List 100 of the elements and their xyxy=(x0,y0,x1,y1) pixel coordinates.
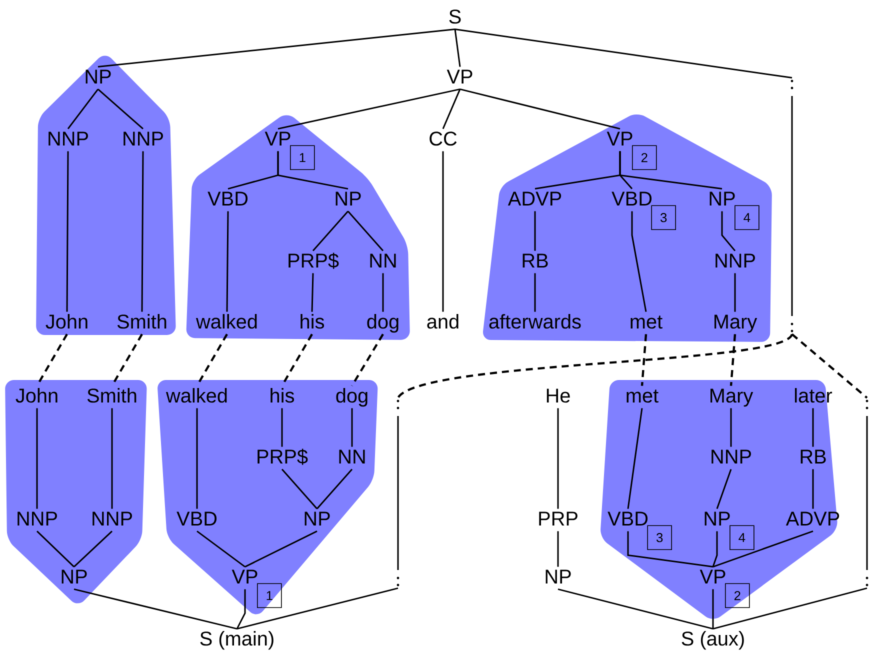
tree-branch xyxy=(534,211,536,251)
tree-label: dog xyxy=(336,388,368,407)
highlight-region xyxy=(36,56,176,335)
tree-branch xyxy=(236,589,246,630)
tree-branch xyxy=(67,88,99,130)
tree-label: VP xyxy=(700,570,726,584)
tree-label: PRP xyxy=(539,512,578,526)
index-box: 3 xyxy=(651,205,676,230)
tree-label: VP xyxy=(264,132,290,146)
tree-label: VBD xyxy=(612,192,652,206)
alignment-link xyxy=(791,333,868,399)
tree-branch xyxy=(66,151,69,312)
tree-label: NP xyxy=(336,192,361,206)
tree-label: NP xyxy=(62,570,87,584)
tree-label: later xyxy=(794,388,832,403)
tree-label: NNP xyxy=(18,512,57,526)
tree-label: S xyxy=(449,10,461,24)
alignment-link xyxy=(730,334,736,386)
tree-branch xyxy=(712,530,814,568)
tree-branch xyxy=(311,273,314,312)
tree-label: He xyxy=(546,388,570,403)
tree-branch xyxy=(558,588,714,630)
tree-branch xyxy=(277,151,348,190)
tree-branch xyxy=(74,530,113,568)
tree-label: NP xyxy=(710,192,735,206)
tree-label: walked xyxy=(196,314,257,329)
tree-branch xyxy=(111,408,113,509)
tree-label: S (aux) xyxy=(682,631,744,650)
tree-label: RB xyxy=(800,450,826,464)
tree-branch xyxy=(196,530,246,568)
tree-branch xyxy=(734,273,736,312)
dotted-bar xyxy=(790,80,794,332)
highlight-region xyxy=(186,115,410,340)
highlight-region xyxy=(600,380,838,619)
tree-label: met xyxy=(630,316,662,329)
tree-branch xyxy=(98,28,456,68)
tree-label: Smith xyxy=(117,314,166,329)
tree-branch xyxy=(454,28,792,79)
index-box: 3 xyxy=(647,525,672,550)
tree-label: VBD xyxy=(208,192,248,206)
tree-branch xyxy=(281,408,283,447)
tree-label: CC xyxy=(430,132,457,146)
highlight-region xyxy=(5,380,147,604)
highlight-region xyxy=(483,114,772,342)
tree-branch xyxy=(278,88,460,130)
tree-label: NP xyxy=(546,570,571,584)
tree-label: John xyxy=(46,314,88,329)
tree-branch xyxy=(316,468,353,510)
tree-label: NN xyxy=(370,254,396,268)
tree-label: ADVP xyxy=(786,512,840,526)
tree-label: NN xyxy=(339,450,365,464)
tree-label: VBD xyxy=(176,512,217,526)
tree-label: Mary xyxy=(714,314,758,333)
tree-label: NNP xyxy=(92,512,132,526)
tree-branch xyxy=(619,151,722,190)
index-box: 2 xyxy=(725,583,750,608)
tree-label: his xyxy=(270,388,294,403)
tree-label: his xyxy=(300,314,324,329)
tree-branch xyxy=(812,408,814,447)
tree-branch xyxy=(347,210,384,252)
tree-branch xyxy=(36,408,38,509)
tree-label: met xyxy=(626,390,658,403)
alignment-link xyxy=(397,333,793,399)
tree-branch xyxy=(442,151,444,312)
tree-label: Smith xyxy=(87,388,136,403)
tree-label: NNP xyxy=(716,254,755,268)
tree-branch xyxy=(281,468,318,510)
tree-branch xyxy=(351,408,353,447)
highlight-region xyxy=(158,380,378,614)
tree-branch xyxy=(141,151,144,312)
tree-branch xyxy=(382,273,384,312)
tree-branch xyxy=(712,587,868,630)
tree-branch xyxy=(712,589,714,629)
tree-label: afterwards xyxy=(489,314,581,329)
tree-label: NP xyxy=(86,70,111,84)
tree-label: walked xyxy=(166,388,227,403)
tree-branch xyxy=(712,531,718,568)
tree-label: VP xyxy=(446,70,472,84)
tree-branch xyxy=(236,587,398,630)
tree-branch xyxy=(557,531,559,567)
dotted-bar xyxy=(866,400,868,586)
tree-branch xyxy=(534,273,536,312)
index-box: 4 xyxy=(734,205,760,230)
tree-label: RB xyxy=(522,254,548,268)
index-box: 1 xyxy=(290,145,315,170)
tree-label: John xyxy=(16,388,58,403)
tree-label: VP xyxy=(232,570,258,584)
tree-label: NNP xyxy=(48,132,88,146)
dotted-bar xyxy=(396,400,400,586)
tree-branch xyxy=(442,88,461,130)
tree-label: PRP$ xyxy=(258,448,308,465)
tree-label: dog xyxy=(367,314,398,333)
tree-branch xyxy=(557,408,559,509)
tree-label: VBD xyxy=(608,512,648,526)
tree-branch xyxy=(631,211,647,312)
tree-branch xyxy=(244,530,318,568)
tree-branch xyxy=(36,530,75,568)
alignment-link xyxy=(640,334,648,386)
tree-branch xyxy=(98,88,144,130)
tree-label: Mary xyxy=(710,388,754,407)
